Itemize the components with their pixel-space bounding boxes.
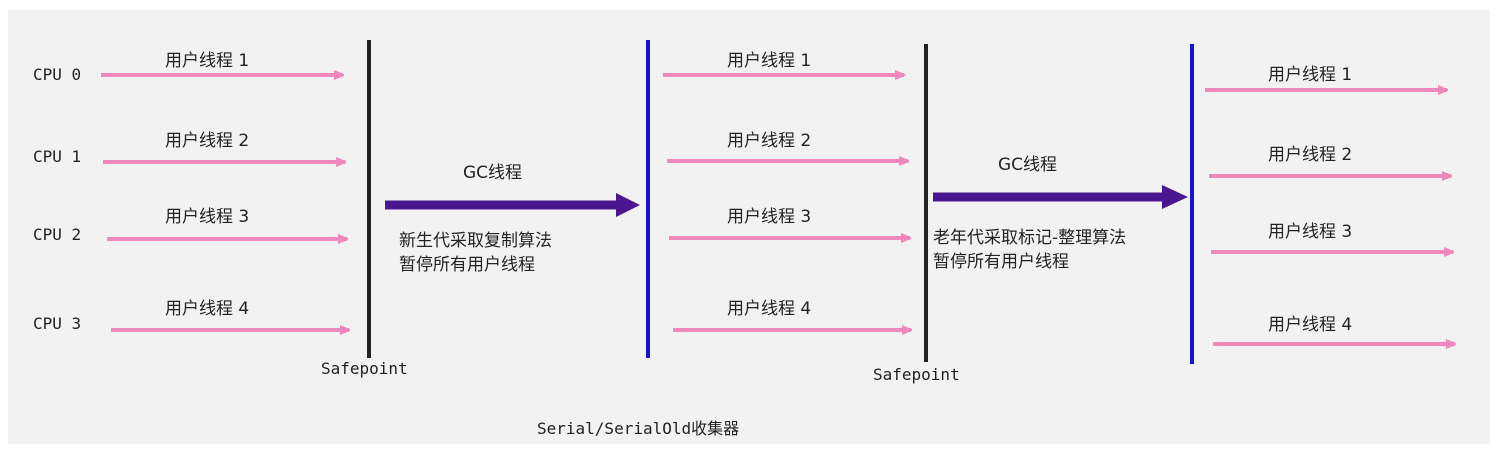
cpu-label-1: CPU 1 — [33, 147, 81, 166]
gc-desc-2-line1: 老年代采取标记-整理算法 — [933, 228, 1126, 248]
gc-arrowhead-2 — [1162, 185, 1188, 209]
phase2-thread-label-1: 用户线程 1 — [727, 51, 811, 71]
cpu-label-0: CPU 0 — [33, 65, 81, 84]
gc-desc-1-line1: 新生代采取复制算法 — [399, 231, 552, 251]
gc-label-1: GC线程 — [463, 163, 522, 183]
phase1-thread-label-1: 用户线程 1 — [165, 51, 249, 71]
phase2-thread-label-4: 用户线程 4 — [727, 299, 811, 319]
phase2-user-threads: 用户线程 1 用户线程 2 用户线程 3 用户线程 4 — [663, 51, 911, 330]
phase3-thread-label-4: 用户线程 4 — [1268, 315, 1352, 335]
safepoint-label-1: Safepoint — [321, 359, 408, 378]
phase3-thread-label-1: 用户线程 1 — [1268, 65, 1352, 85]
phase2-thread-label-2: 用户线程 2 — [727, 131, 811, 151]
cpu-label-2: CPU 2 — [33, 225, 81, 244]
phase1-user-threads: 用户线程 1 用户线程 2 用户线程 3 用户线程 4 — [101, 51, 349, 330]
phase1-thread-label-3: 用户线程 3 — [165, 207, 249, 227]
gc-desc-2-line2: 暂停所有用户线程 — [933, 252, 1069, 272]
phase2-thread-label-3: 用户线程 3 — [727, 207, 811, 227]
cpu-label-3: CPU 3 — [33, 314, 81, 333]
phase3-thread-label-3: 用户线程 3 — [1268, 222, 1352, 242]
safepoint-label-2: Safepoint — [873, 365, 960, 384]
phase3-thread-label-2: 用户线程 2 — [1268, 145, 1352, 165]
gc-label-2: GC线程 — [998, 155, 1057, 175]
phase1-thread-label-4: 用户线程 4 — [165, 299, 249, 319]
phase3-user-threads: 用户线程 1 用户线程 2 用户线程 3 用户线程 4 — [1205, 65, 1455, 344]
gc-desc-1-line2: 暂停所有用户线程 — [399, 255, 535, 275]
diagram-caption: Serial/SerialOld收集器 — [537, 419, 739, 438]
gc-arrowhead-1 — [616, 193, 640, 217]
diagram-panel — [8, 10, 1490, 444]
phase1-thread-label-2: 用户线程 2 — [165, 131, 249, 151]
